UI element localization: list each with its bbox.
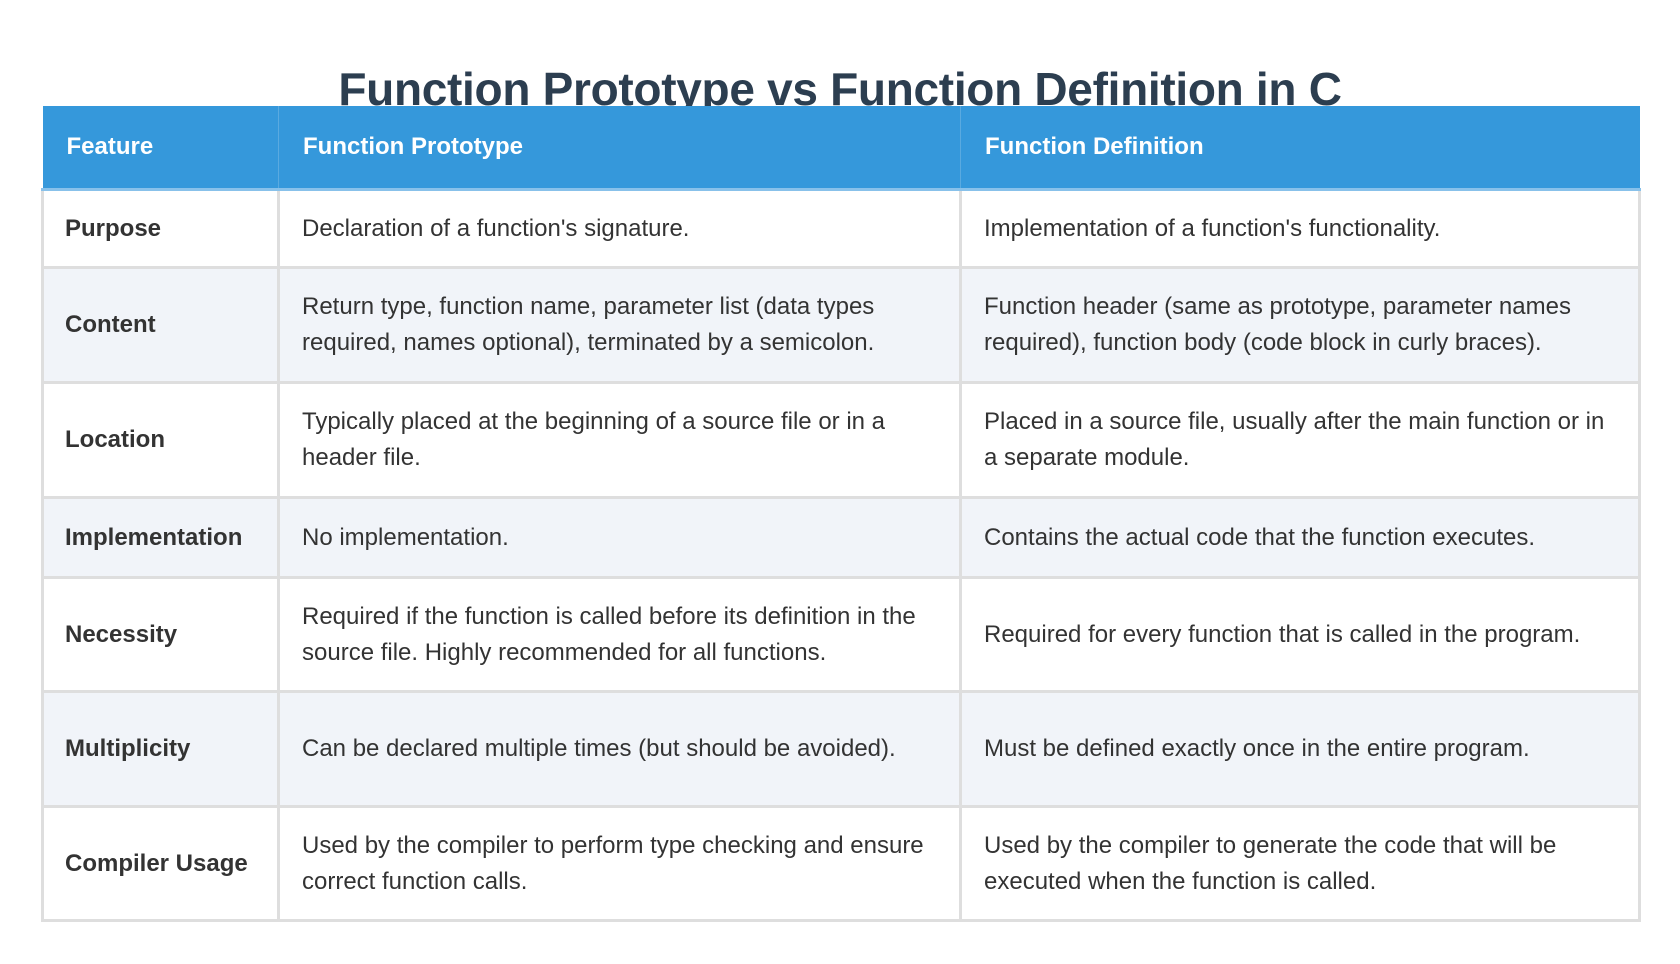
definition-cell: Placed in a source file, usually after t… — [959, 381, 1641, 499]
table-row: Location Typically placed at the beginni… — [41, 381, 1641, 499]
comparison-table: Feature Function Prototype Function Defi… — [41, 106, 1641, 922]
prototype-cell: Typically placed at the beginning of a s… — [277, 381, 962, 499]
table-row: Content Return type, function name, para… — [41, 266, 1641, 384]
feature-cell: Multiplicity — [41, 690, 280, 808]
column-header-definition: Function Definition — [960, 106, 1640, 191]
header-row: Feature Function Prototype Function Defi… — [42, 106, 1640, 191]
table-row: Implementation No implementation. Contai… — [41, 496, 1641, 579]
prototype-cell: Required if the function is called befor… — [277, 576, 962, 693]
table-body: Purpose Declaration of a function's sign… — [41, 188, 1641, 922]
definition-cell: Used by the compiler to generate the cod… — [959, 805, 1641, 922]
feature-cell: Location — [41, 381, 280, 499]
table-row: Multiplicity Can be declared multiple ti… — [41, 690, 1641, 808]
column-header-prototype: Function Prototype — [278, 106, 961, 191]
feature-cell: Purpose — [41, 188, 280, 269]
definition-cell: Implementation of a function's functiona… — [959, 188, 1641, 269]
table-row: Purpose Declaration of a function's sign… — [41, 188, 1641, 269]
definition-cell: Required for every function that is call… — [959, 576, 1641, 693]
table-row: Compiler Usage Used by the compiler to p… — [41, 805, 1641, 922]
table-row: Necessity Required if the function is ca… — [41, 576, 1641, 693]
prototype-cell: Declaration of a function's signature. — [277, 188, 962, 269]
definition-cell: Must be defined exactly once in the enti… — [959, 690, 1641, 808]
definition-cell: Function header (same as prototype, para… — [959, 266, 1641, 384]
feature-cell: Compiler Usage — [41, 805, 280, 922]
feature-cell: Necessity — [41, 576, 280, 693]
prototype-cell: Can be declared multiple times (but shou… — [277, 690, 962, 808]
feature-cell: Content — [41, 266, 280, 384]
column-header-feature: Feature — [42, 106, 279, 191]
definition-cell: Contains the actual code that the functi… — [959, 496, 1641, 579]
feature-cell: Implementation — [41, 496, 280, 579]
prototype-cell: Return type, function name, parameter li… — [277, 266, 962, 384]
table-header: Feature Function Prototype Function Defi… — [42, 106, 1640, 191]
prototype-cell: Used by the compiler to perform type che… — [277, 805, 962, 922]
prototype-cell: No implementation. — [277, 496, 962, 579]
